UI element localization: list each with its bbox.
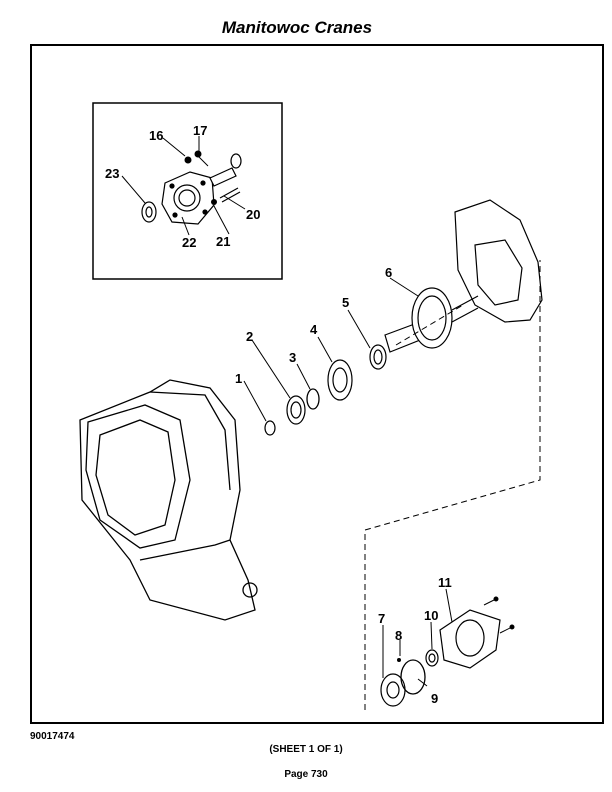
callout-8: 8 — [395, 628, 402, 643]
rear-cover-plate — [454, 199, 543, 323]
callout-17: 17 — [193, 123, 207, 138]
alignment-lines — [364, 260, 541, 710]
callout-22: 22 — [182, 235, 196, 250]
part-5-bearing — [369, 344, 387, 370]
part-2-bearing — [286, 395, 306, 425]
callout-7: 7 — [378, 611, 385, 626]
part-10-seal — [425, 649, 439, 667]
part-11-cover-plate — [439, 609, 501, 669]
part-4-gear — [327, 359, 353, 401]
callout-23: 23 — [105, 166, 119, 181]
inset-seal-23 — [141, 201, 157, 223]
callout-10: 10 — [424, 608, 438, 623]
document-number: 90017474 — [30, 731, 75, 742]
callout-21: 21 — [216, 234, 230, 249]
callout-3: 3 — [289, 350, 296, 365]
callout-2: 2 — [246, 329, 253, 344]
part-8-pin — [397, 658, 401, 662]
callout-5: 5 — [342, 295, 349, 310]
callout-9: 9 — [431, 691, 438, 706]
sheet-label: (SHEET 1 OF 1) — [269, 744, 343, 755]
part-3-ring — [306, 388, 320, 410]
callout-20: 20 — [246, 207, 260, 222]
callout-leaders — [121, 136, 453, 687]
callout-1: 1 — [235, 371, 242, 386]
inset-screw-16-17 — [184, 150, 209, 167]
part-9-oring — [400, 659, 426, 695]
diagram-frame — [30, 44, 604, 724]
inset-cover-assembly — [161, 171, 215, 225]
callout-11: 11 — [438, 575, 452, 590]
inset-fitting-20 — [209, 153, 242, 203]
inset-oring-21 — [211, 199, 217, 205]
part-6-shaft-gear — [384, 287, 479, 353]
part-1-nut — [264, 420, 276, 436]
transmission-housing — [79, 379, 258, 621]
callout-6: 6 — [385, 265, 392, 280]
page-title: Manitowoc Cranes — [221, 18, 373, 37]
part-11-bolts — [483, 596, 515, 634]
callout-4: 4 — [310, 322, 318, 337]
page-number: Page 730 — [284, 769, 328, 780]
callout-16: 16 — [149, 128, 163, 143]
detail-inset-box — [92, 102, 283, 280]
